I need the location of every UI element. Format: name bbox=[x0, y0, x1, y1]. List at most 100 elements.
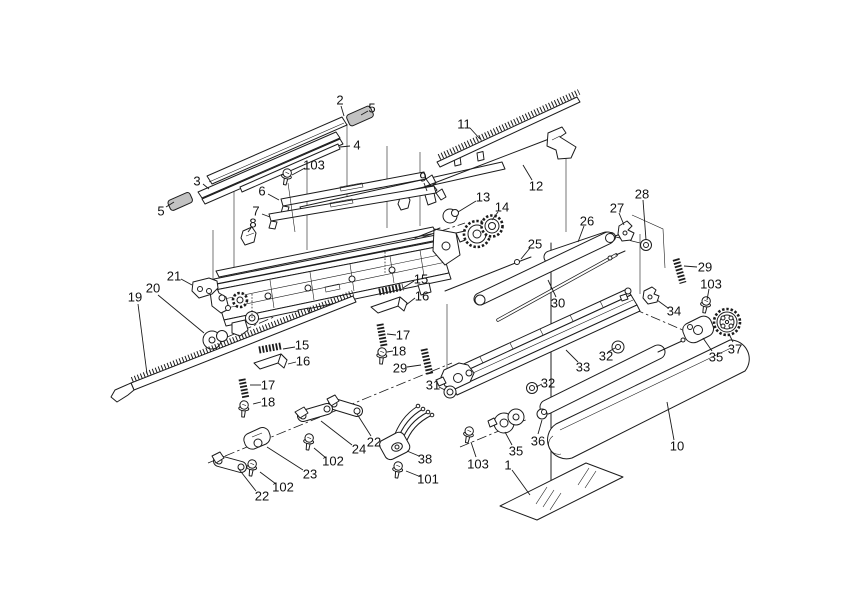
upper-rollers bbox=[473, 220, 652, 322]
leader-line-28-1 bbox=[642, 199, 647, 241]
leader-line-103-1 bbox=[291, 167, 306, 176]
part-label-2-1: 2 bbox=[336, 93, 345, 117]
platen-assembly bbox=[461, 337, 686, 445]
part-number-32-1: 32 bbox=[599, 349, 613, 364]
leader-line-23-1 bbox=[266, 446, 304, 471]
rod-12 bbox=[423, 138, 550, 188]
leader-line-14-1 bbox=[491, 211, 499, 221]
part-label-11-1: 11 bbox=[457, 117, 481, 140]
gear-cluster bbox=[414, 208, 532, 292]
leader-line-2-1 bbox=[340, 105, 345, 117]
part-number-22-2: 22 bbox=[255, 489, 269, 504]
part-label-22-1: 22 bbox=[356, 413, 381, 450]
part-number-17-1: 17 bbox=[396, 328, 410, 343]
part-number-13-1: 13 bbox=[476, 190, 490, 205]
leader-line-32-2 bbox=[535, 383, 543, 388]
leader-line-38-1 bbox=[406, 450, 420, 457]
part-label-8-1: 8 bbox=[247, 216, 257, 233]
part-number-16-2: 16 bbox=[296, 354, 310, 369]
part-label-15-2: 15 bbox=[282, 338, 309, 353]
part-label-30-1: 30 bbox=[547, 279, 565, 311]
leader-line-36-1 bbox=[537, 419, 543, 435]
part-number-22-1: 22 bbox=[367, 435, 381, 450]
rod-25 bbox=[444, 259, 524, 292]
leader-line-32-1 bbox=[607, 347, 616, 353]
leader-line-29-1 bbox=[683, 265, 698, 268]
spring-29-center bbox=[420, 348, 434, 376]
part-number-21-1: 21 bbox=[167, 269, 181, 284]
part-number-29-2: 29 bbox=[393, 361, 407, 376]
leader-line-16-2 bbox=[287, 361, 297, 365]
leader-line-8-1 bbox=[247, 227, 252, 233]
leader-line-3-1 bbox=[202, 183, 210, 190]
screw-103-right-icon bbox=[698, 295, 713, 315]
leader-line-26-1 bbox=[577, 225, 585, 243]
part-label-18-1: 18 bbox=[386, 344, 406, 359]
leader-line-29-2 bbox=[406, 364, 422, 368]
clip-8 bbox=[240, 226, 257, 246]
part-number-27-1: 27 bbox=[610, 201, 624, 216]
part-number-33-1: 33 bbox=[576, 360, 590, 375]
pad-5-left bbox=[167, 192, 193, 211]
spring-sets bbox=[237, 283, 434, 418]
leader-line-19-1 bbox=[137, 303, 148, 375]
leader-line-103-2 bbox=[706, 288, 710, 301]
brush-11 bbox=[437, 89, 581, 160]
part-number-7-1: 7 bbox=[252, 204, 259, 219]
part-number-18-1: 18 bbox=[392, 344, 406, 359]
rack-19 bbox=[110, 290, 357, 403]
spring-29-right bbox=[672, 258, 687, 284]
leader-line-34-1 bbox=[656, 299, 669, 309]
part-label-5-1: 5 bbox=[360, 101, 376, 116]
part-number-8-1: 8 bbox=[249, 216, 256, 231]
part-number-6-1: 6 bbox=[258, 184, 265, 199]
leader-line-17-1 bbox=[386, 333, 397, 336]
spring-15-left bbox=[258, 342, 282, 354]
part-label-16-2: 16 bbox=[287, 354, 310, 369]
part-number-29-1: 29 bbox=[698, 260, 712, 275]
spring-17-left bbox=[238, 378, 250, 400]
part-label-102-2: 102 bbox=[259, 471, 294, 495]
part-number-17-2: 17 bbox=[261, 378, 275, 393]
part-label-34-1: 34 bbox=[656, 299, 681, 319]
leader-line-35-2 bbox=[504, 431, 513, 446]
guide-strips bbox=[240, 167, 447, 246]
part-label-22-2: 22 bbox=[237, 467, 269, 504]
part-label-9-1: 9 bbox=[419, 170, 428, 192]
part-number-30-1: 30 bbox=[551, 296, 565, 311]
part-label-4-1: 4 bbox=[339, 138, 361, 153]
leader-line-18-1 bbox=[386, 350, 394, 353]
leader-line-33-1 bbox=[565, 349, 579, 363]
part-number-36-1: 36 bbox=[531, 434, 545, 449]
leader-line-20-1 bbox=[157, 294, 205, 334]
leader-line-15-2 bbox=[282, 346, 296, 350]
screw-18-left-icon bbox=[237, 399, 250, 418]
part-number-34-1: 34 bbox=[667, 304, 681, 319]
screw-101-icon bbox=[391, 460, 405, 480]
leader-line-1-1 bbox=[511, 469, 531, 496]
part-label-35-2: 35 bbox=[504, 431, 523, 459]
part-number-102-2: 102 bbox=[272, 480, 294, 495]
leader-line-18-2 bbox=[252, 401, 262, 405]
part-number-15-2: 15 bbox=[295, 338, 309, 353]
part-number-24-1: 24 bbox=[352, 442, 366, 457]
part-label-102-1: 102 bbox=[313, 447, 344, 469]
leader-line-24-1 bbox=[320, 420, 353, 446]
part-label-35-1: 35 bbox=[702, 337, 723, 365]
part-label-36-1: 36 bbox=[531, 419, 545, 449]
part-label-19-1: 19 bbox=[128, 290, 148, 375]
leader-line-30-1 bbox=[547, 279, 557, 298]
part-label-28-1: 28 bbox=[635, 187, 649, 241]
leader-line-25-1 bbox=[520, 247, 531, 260]
part-label-13-1: 13 bbox=[457, 190, 490, 213]
part-label-17-1: 17 bbox=[386, 328, 410, 343]
part-number-4-1: 4 bbox=[353, 138, 360, 153]
leader-line-103-3 bbox=[470, 441, 477, 458]
part-number-28-1: 28 bbox=[635, 187, 649, 202]
leader-line-37-1 bbox=[728, 333, 734, 343]
leader-line-13-1 bbox=[457, 200, 477, 213]
part-label-7-1: 7 bbox=[252, 204, 271, 219]
part-label-15-1: 15 bbox=[402, 272, 428, 289]
